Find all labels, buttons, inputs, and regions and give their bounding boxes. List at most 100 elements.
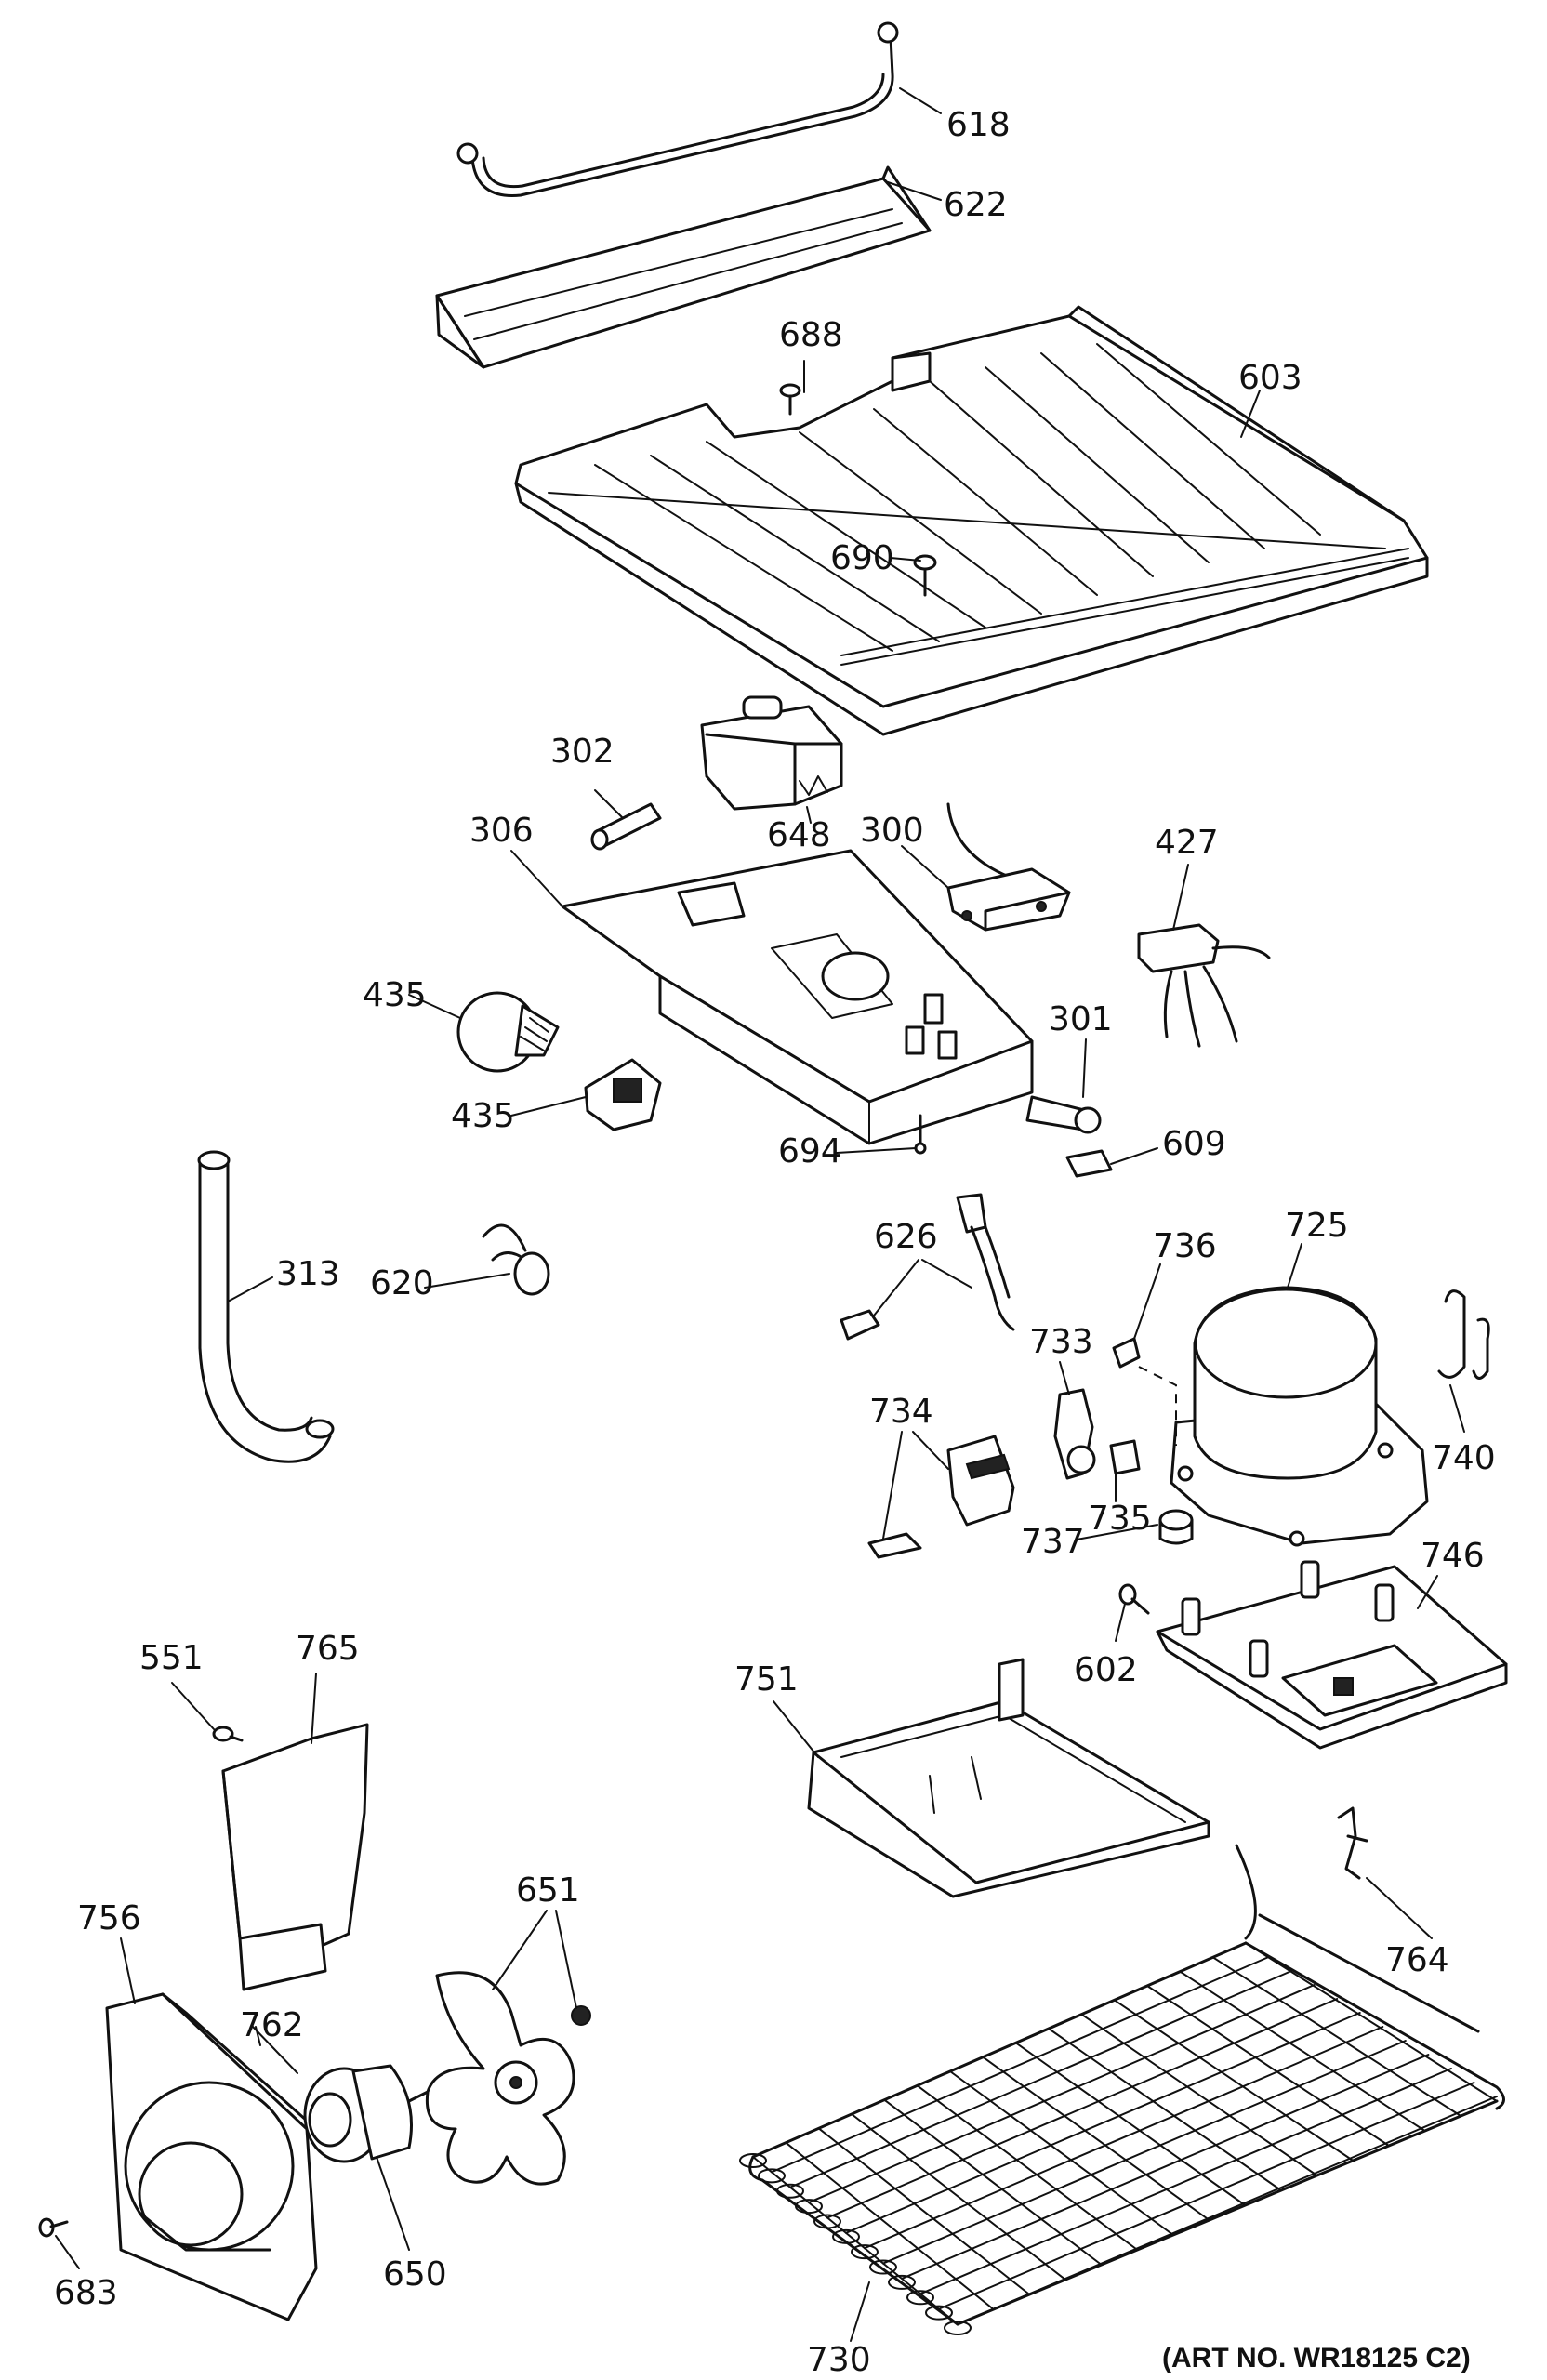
- callout-301: 301: [1049, 1000, 1113, 1038]
- part-620-sensor: [482, 1223, 550, 1296]
- part-650-fan-motor: [303, 2064, 430, 2163]
- part-609-switch: [1065, 1149, 1113, 1178]
- callout-435-bulb: 435: [363, 976, 427, 1014]
- part-603-drain-pan: [514, 305, 1429, 736]
- part-730-condenser-coil: [739, 1844, 1505, 2335]
- part-746-compressor-base: [1156, 1560, 1508, 1750]
- callout-764: 764: [1385, 1941, 1449, 1979]
- coil-tube: [901, 2054, 1430, 2280]
- coil-wire: [1211, 1956, 1462, 2117]
- callout-688: 688: [779, 316, 843, 354]
- callout-756: 756: [77, 1899, 141, 1937]
- part-302-pin: [590, 802, 662, 851]
- coil-bend: [925, 2305, 953, 2320]
- callout-620: 620: [370, 1264, 434, 1302]
- callout-762: 762: [240, 2006, 304, 2044]
- callout-603: 603: [1238, 359, 1302, 397]
- part-765-shroud: [221, 1723, 369, 1991]
- callout-306: 306: [469, 812, 534, 850]
- coil-wire: [752, 2156, 959, 2325]
- part-435-light-bulb: [456, 991, 560, 1073]
- part-306-control-housing: [561, 849, 1034, 1145]
- part-618-drain-heater: [456, 21, 899, 197]
- callout-694: 694: [778, 1132, 842, 1170]
- coil-wire: [817, 2127, 1031, 2295]
- coil-tube: [938, 2082, 1475, 2310]
- part-602-screw: [1118, 1583, 1150, 1615]
- part-751-condensate-tray: [807, 1658, 1210, 1898]
- callout-602: 602: [1074, 1651, 1138, 1689]
- callouts: 618 622 688 603 690 302 648 300 427 306 …: [54, 106, 1496, 2379]
- coil-bend: [758, 2168, 786, 2184]
- callout-735: 735: [1088, 1500, 1152, 1538]
- callout-435-socket: 435: [451, 1097, 515, 1135]
- callout-734: 734: [869, 1393, 933, 1431]
- callout-736: 736: [1153, 1227, 1217, 1265]
- callout-683: 683: [54, 2274, 118, 2312]
- callout-427: 427: [1155, 824, 1219, 862]
- callout-300: 300: [860, 812, 924, 850]
- coil-wire: [1048, 2028, 1282, 2191]
- part-690-screw: [913, 554, 937, 597]
- coil-bend: [851, 2244, 879, 2260]
- coil-wire: [949, 2070, 1174, 2236]
- part-756-fan-bracket: [105, 1992, 318, 2321]
- coil-bend: [869, 2259, 897, 2275]
- callout-746: 746: [1421, 1537, 1485, 1575]
- coil-wire: [883, 2098, 1103, 2266]
- leader-lines: [55, 87, 1465, 2342]
- callout-313: 313: [276, 1255, 340, 1293]
- coil-wire: [785, 2141, 995, 2310]
- callout-650: 650: [383, 2255, 447, 2294]
- coil-wire: [851, 2113, 1066, 2281]
- part-683-screw: [38, 2217, 69, 2238]
- part-762-grommet: [252, 2026, 298, 2074]
- part-725-compressor: [1138, 1286, 1429, 1547]
- coil-wire: [1113, 1999, 1355, 2162]
- callout-751: 751: [734, 1660, 799, 1699]
- callout-648: 648: [767, 816, 831, 854]
- coil-bend: [906, 2290, 934, 2306]
- coil-wire: [1014, 2042, 1247, 2206]
- part-735-overload: [1109, 1439, 1141, 1475]
- callout-651: 651: [516, 1871, 580, 1910]
- part-427-wire-connector: [1137, 923, 1271, 1048]
- callout-725: 725: [1285, 1207, 1349, 1245]
- part-313-drain-tube: [197, 1150, 335, 1463]
- callout-609: 609: [1162, 1125, 1226, 1163]
- callout-737: 737: [1021, 1523, 1085, 1561]
- coil-wire: [1146, 1985, 1390, 2147]
- part-435-light-socket: [584, 1058, 662, 1131]
- part-736-clip: [1112, 1337, 1141, 1368]
- part-737-grommet: [1158, 1509, 1194, 1545]
- part-688-screw: [779, 383, 801, 416]
- callout-733: 733: [1029, 1323, 1093, 1361]
- coil-wire: [1245, 1942, 1498, 2102]
- coil-tube: [882, 2040, 1407, 2265]
- callout-551: 551: [139, 1639, 204, 1677]
- callout-626: 626: [874, 1218, 938, 1256]
- callout-730: 730: [807, 2341, 871, 2379]
- part-733-relay: [1053, 1388, 1096, 1480]
- part-301-fitting: [1025, 1095, 1102, 1134]
- callout-618: 618: [946, 106, 1011, 144]
- part-764-clip: [1337, 1806, 1368, 1880]
- callout-302: 302: [550, 733, 615, 771]
- part-626-power-cord: [840, 1193, 1015, 1341]
- coil-tube: [919, 2068, 1452, 2295]
- coil-tube: [771, 1956, 1270, 2174]
- art-number: (ART NO. WR18125 C2): [1162, 2343, 1471, 2373]
- coil-wire: [1080, 2013, 1318, 2176]
- callout-765: 765: [296, 1630, 360, 1668]
- part-694-screw: [914, 1114, 927, 1155]
- part-622-channel: [435, 165, 932, 369]
- part-740-spring-clip: [1437, 1289, 1490, 1380]
- coil-bend: [944, 2320, 972, 2335]
- coil-tube: [845, 2012, 1361, 2234]
- coil-tube: [789, 1970, 1293, 2188]
- coil-wire: [916, 2084, 1139, 2251]
- coil-wire: [982, 2056, 1210, 2221]
- coil-tube: [864, 2026, 1384, 2250]
- callout-740: 740: [1432, 1439, 1496, 1477]
